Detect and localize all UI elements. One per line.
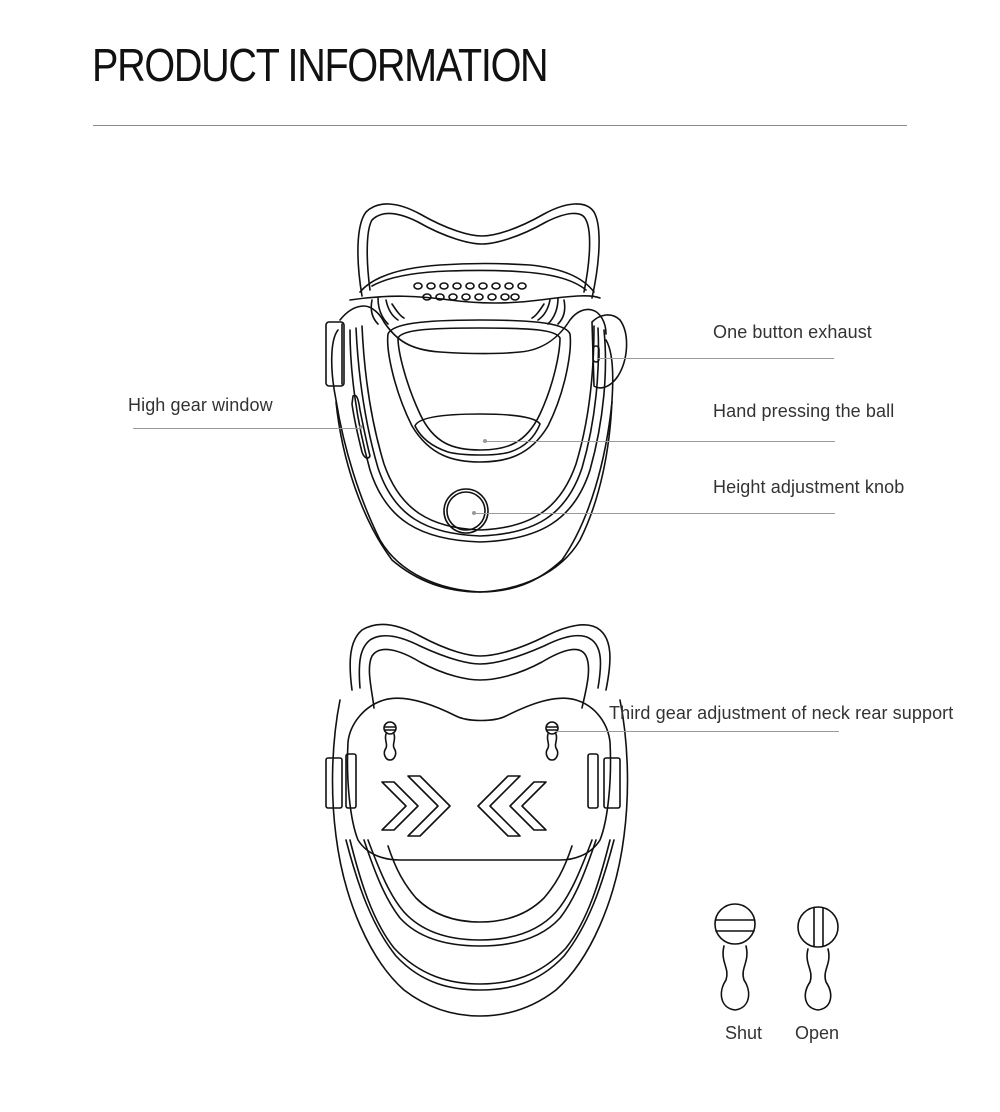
screw-open-icon: [797, 906, 839, 1011]
exhaust-button: [591, 314, 628, 389]
vent-holes: [413, 282, 527, 301]
callout-label-pressing-ball: Hand pressing the ball: [713, 401, 895, 421]
page-title: PRODUCT INFORMATION: [92, 39, 549, 91]
chevron-left-icon: [509, 781, 547, 831]
chevron-right-icon: [407, 775, 451, 837]
rear-adjust-screw-right: [545, 721, 559, 761]
callout-label-gear-window: High gear window: [128, 395, 273, 415]
callout-leader-gear-window: [133, 428, 361, 429]
rear-strap-left: [325, 757, 343, 809]
height-knob-icon: [443, 488, 489, 534]
rear-view-brace: [325, 623, 629, 1017]
callout-leader-pressing-ball: [485, 441, 835, 442]
title-divider: [93, 125, 907, 126]
pressing-ball-pad: [414, 413, 541, 456]
callout-label-rear-support: Third gear adjustment of neck rear suppo…: [609, 703, 954, 723]
legend-label-shut: Shut: [725, 1023, 763, 1043]
gear-window-slot: [351, 394, 371, 459]
screw-shut-icon: [714, 903, 756, 1011]
callout-leader-height-knob: [474, 513, 835, 514]
chevron-left-icon: [477, 775, 521, 837]
callout-leader-exhaust: [598, 358, 834, 359]
rear-strap-right: [603, 757, 621, 809]
legend-label-open: Open: [795, 1023, 840, 1043]
front-view-brace: [325, 203, 628, 593]
chevron-right-icon: [381, 781, 419, 831]
callout-label-exhaust: One button exhaust: [713, 322, 872, 342]
callout-leader-rear-support: [556, 731, 839, 732]
callout-label-height-knob: Height adjustment knob: [713, 477, 905, 497]
side-strap-left: [325, 321, 345, 387]
rear-adjust-screw-left: [383, 721, 397, 761]
